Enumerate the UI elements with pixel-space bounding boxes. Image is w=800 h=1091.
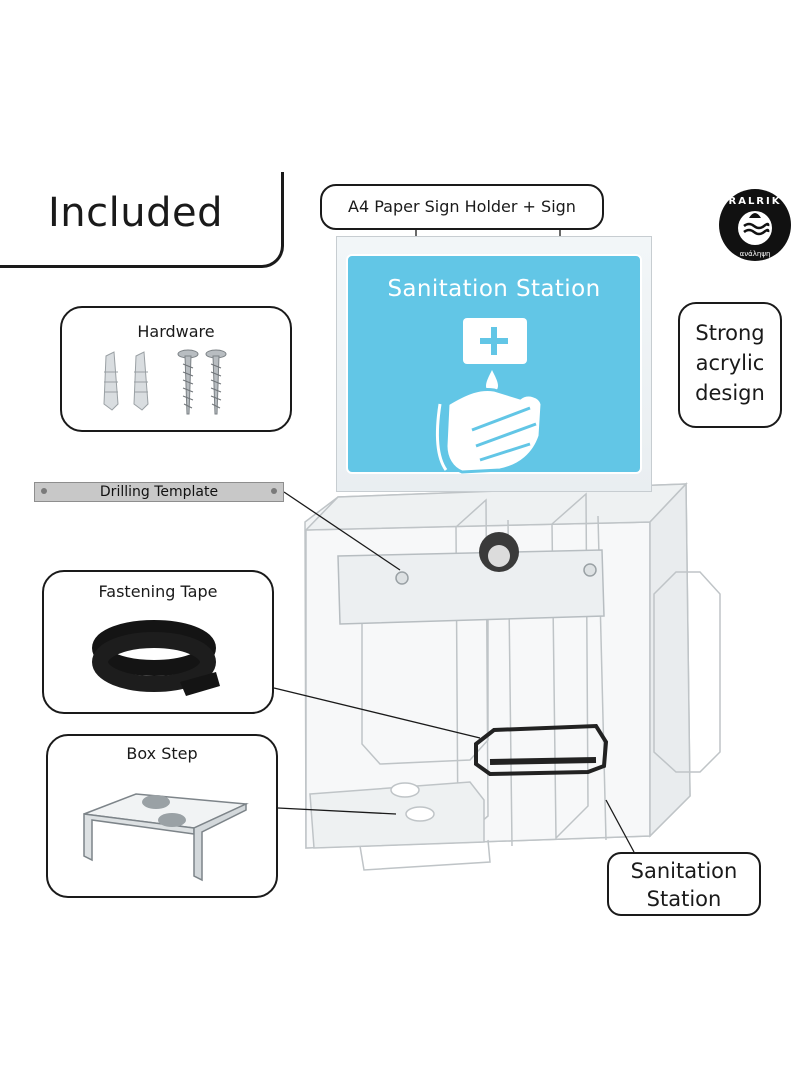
- velcro-strap-icon: [92, 620, 220, 696]
- drop-icon: [486, 370, 498, 392]
- strong-acrylic-label: Strong acrylic design: [695, 321, 765, 405]
- included-frame: [0, 172, 284, 268]
- box-logo-icon: [479, 532, 519, 572]
- strap-band: [474, 723, 609, 777]
- box-step-icon: [83, 793, 249, 882]
- logo-tagline-text: ανάληψη: [740, 250, 771, 258]
- drill-hole-icon: [271, 488, 277, 494]
- fastening-tape-callout: Fastening Tape: [42, 570, 274, 714]
- sanitation-station-callout: Sanitation Station: [607, 852, 761, 916]
- hardware-icon: [103, 349, 227, 415]
- hardware-label: Hardware: [137, 322, 215, 341]
- drill-hole-icon: [41, 488, 47, 494]
- fastening-tape-label: Fastening Tape: [98, 582, 218, 601]
- ralrik-logo: RALRIK ανάληψη: [719, 189, 791, 261]
- hand-outline: [436, 403, 448, 471]
- box-step-label: Box Step: [126, 744, 198, 763]
- sanitation-station-label: Sanitation Station: [630, 859, 738, 911]
- hardware-callout: Hardware: [60, 306, 292, 432]
- a4-sign-holder-callout: A4 Paper Sign Holder + Sign: [320, 184, 604, 230]
- drilling-template-strip: Drilling Template: [34, 482, 284, 502]
- a4-sign-holder-label: A4 Paper Sign Holder + Sign: [348, 197, 576, 216]
- sign-title: Sanitation Station: [387, 276, 601, 302]
- hand-icon: [444, 388, 544, 474]
- strong-acrylic-callout: Strong acrylic design: [678, 302, 782, 428]
- included-heading: Included: [48, 190, 223, 236]
- first-aid-icon: [463, 318, 527, 364]
- logo-brand-text: RALRIK: [729, 196, 782, 207]
- box-step-callout: Box Step: [46, 734, 278, 898]
- dispenser-box: [304, 482, 721, 871]
- drilling-template-label: Drilling Template: [99, 484, 219, 500]
